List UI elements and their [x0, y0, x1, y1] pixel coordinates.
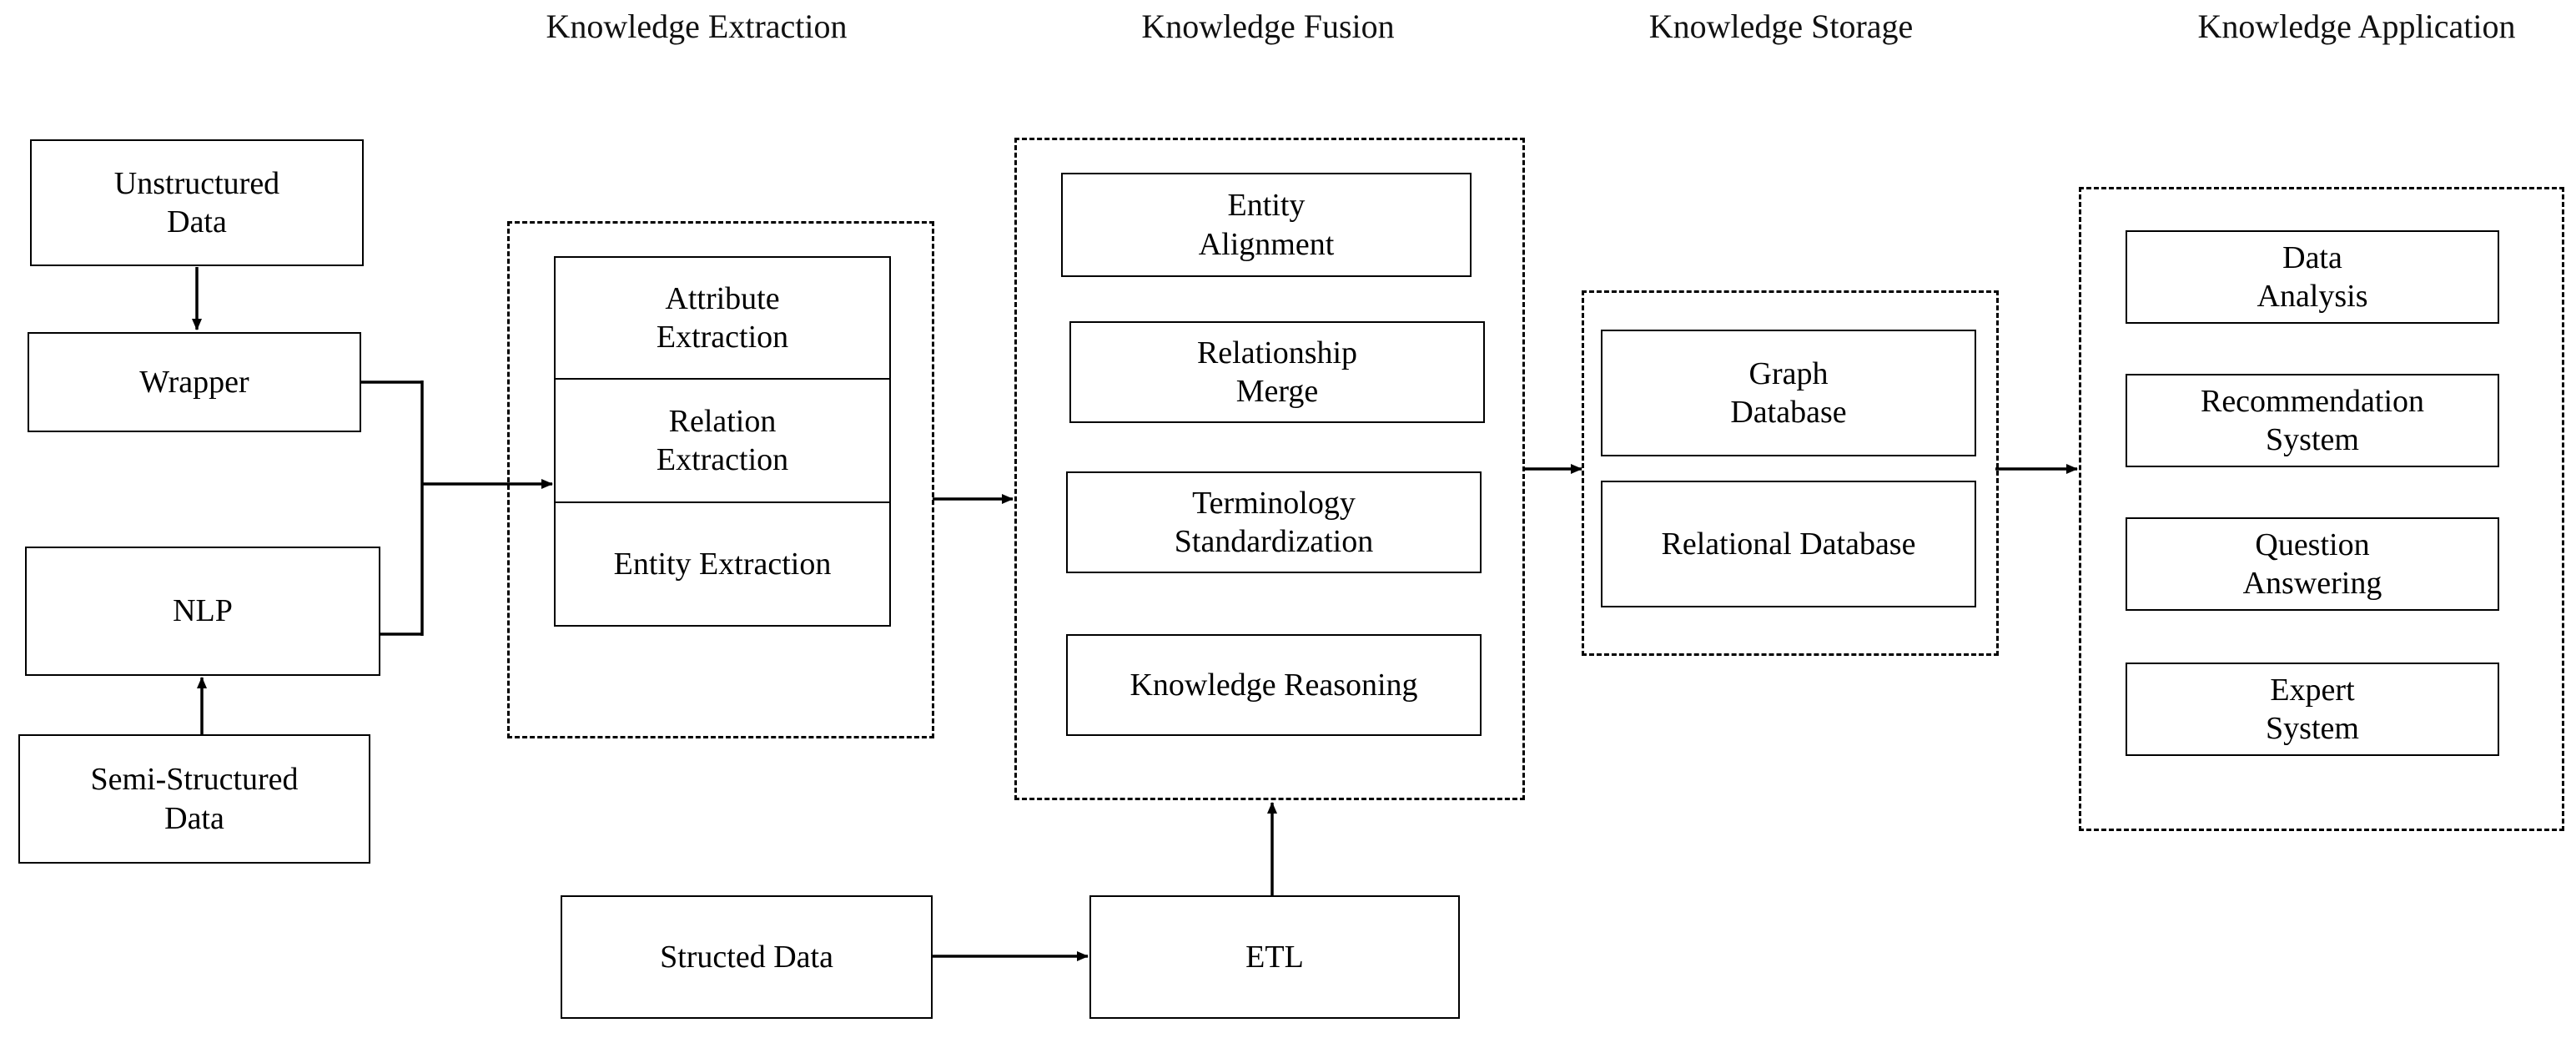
- node-relation-extraction-line1: Relation: [668, 403, 777, 439]
- node-question-answering-line1: Question: [2255, 527, 2370, 562]
- node-entity-alignment-line2: Alignment: [1198, 226, 1335, 262]
- node-structed-data-label: Structed Data: [660, 939, 833, 975]
- column-header-extraction: Knowledge Extraction: [546, 8, 848, 45]
- node-graph-database[interactable]: Graph Database: [1601, 330, 1976, 456]
- node-expert-system-line1: Expert: [2270, 672, 2355, 708]
- group-knowledge-fusion: [1014, 138, 1525, 800]
- node-entity-alignment[interactable]: Entity Alignment: [1061, 173, 1472, 277]
- node-expert-system[interactable]: Expert System: [2126, 663, 2499, 756]
- column-header-fusion: Knowledge Fusion: [1141, 8, 1395, 45]
- node-relation-extraction-line2: Extraction: [656, 442, 789, 477]
- node-recommendation-system-line1: Recommendation: [2200, 383, 2425, 419]
- node-data-analysis-line1: Data: [2282, 239, 2342, 275]
- group-knowledge-storage: [1582, 290, 1999, 656]
- node-nlp[interactable]: NLP: [25, 547, 380, 676]
- node-recommendation-system-line2: System: [2266, 422, 2359, 457]
- node-wrapper[interactable]: Wrapper: [28, 332, 361, 432]
- node-question-answering-line2: Answering: [2242, 566, 2382, 601]
- node-relationship-merge-line1: Relationship: [1196, 335, 1358, 370]
- node-semi-structured-data-line2: Data: [164, 800, 224, 836]
- node-relational-database-label: Relational Database: [1661, 526, 1916, 562]
- node-etl-label: ETL: [1245, 939, 1304, 975]
- node-expert-system-line2: System: [2266, 711, 2359, 746]
- node-unstructured-data[interactable]: Unstructured Data: [30, 139, 364, 266]
- node-wrapper-label: Wrapper: [139, 364, 249, 400]
- node-attribute-extraction-line2: Extraction: [656, 320, 789, 355]
- node-relationship-merge-line2: Merge: [1235, 374, 1319, 409]
- node-terminology-standardization-line1: Terminology: [1192, 485, 1356, 521]
- node-unstructured-data-line2: Data: [167, 204, 227, 239]
- node-semi-structured-data[interactable]: Semi-Structured Data: [18, 734, 370, 864]
- group-knowledge-extraction: [507, 221, 934, 738]
- node-knowledge-reasoning-label: Knowledge Reasoning: [1130, 667, 1418, 703]
- node-etl[interactable]: ETL: [1089, 895, 1460, 1019]
- node-nlp-label: NLP: [173, 593, 233, 629]
- node-relation-extraction[interactable]: Relation Extraction: [554, 380, 891, 503]
- node-attribute-extraction-line1: Attribute: [665, 280, 780, 316]
- column-header-storage: Knowledge Storage: [1648, 8, 1914, 45]
- node-knowledge-reasoning[interactable]: Knowledge Reasoning: [1066, 634, 1482, 736]
- node-semi-structured-data-line1: Semi-Structured: [90, 762, 299, 798]
- node-entity-extraction[interactable]: Entity Extraction: [554, 503, 891, 627]
- node-terminology-standardization-line2: Standardization: [1174, 524, 1374, 559]
- node-terminology-standardization[interactable]: Terminology Standardization: [1066, 471, 1482, 573]
- node-relational-database[interactable]: Relational Database: [1601, 481, 1976, 607]
- node-recommendation-system[interactable]: Recommendation System: [2126, 374, 2499, 467]
- node-question-answering[interactable]: Question Answering: [2126, 517, 2499, 611]
- node-data-analysis-line2: Analysis: [2257, 279, 2368, 314]
- node-structed-data[interactable]: Structed Data: [561, 895, 933, 1019]
- node-entity-alignment-line1: Entity: [1227, 188, 1306, 224]
- node-relationship-merge[interactable]: Relationship Merge: [1069, 321, 1485, 423]
- node-graph-database-line1: Graph: [1748, 355, 1829, 391]
- node-entity-extraction-label: Entity Extraction: [613, 546, 832, 582]
- node-attribute-extraction[interactable]: Attribute Extraction: [554, 256, 891, 380]
- node-unstructured-data-line1: Unstructured: [113, 165, 280, 201]
- node-data-analysis[interactable]: Data Analysis: [2126, 230, 2499, 324]
- node-graph-database-line2: Database: [1730, 395, 1847, 430]
- column-header-application: Knowledge Application: [2197, 8, 2516, 45]
- group-knowledge-application: [2079, 187, 2564, 831]
